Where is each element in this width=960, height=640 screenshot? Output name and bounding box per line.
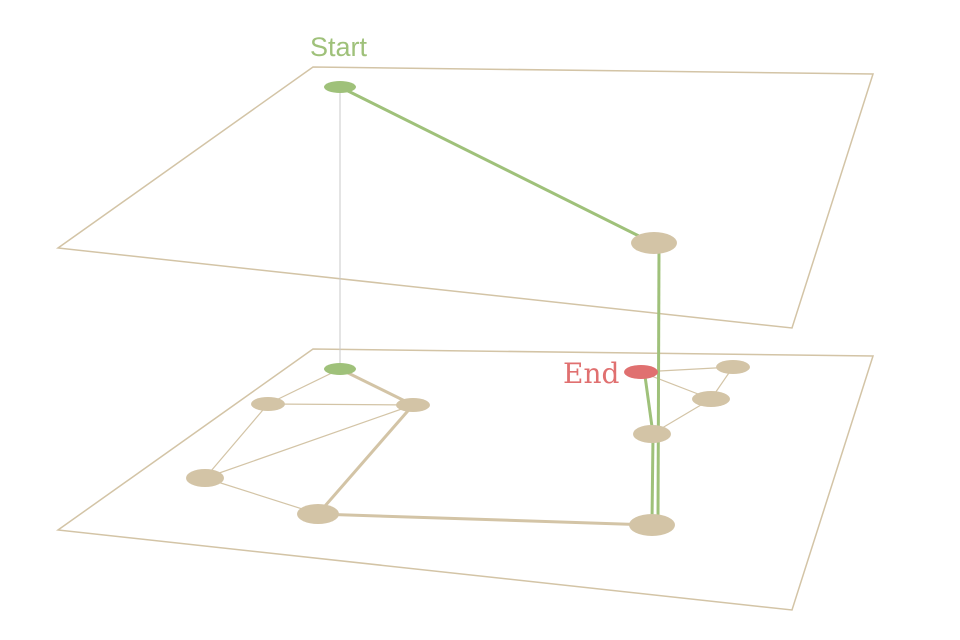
upper-layer-plane xyxy=(55,66,875,329)
start-label: Start xyxy=(310,32,368,62)
lower-start-node xyxy=(324,363,356,375)
route-segment xyxy=(656,249,661,523)
lower-graph-node xyxy=(692,391,730,407)
route-segment xyxy=(643,375,655,435)
lower-graph-node xyxy=(629,514,675,536)
edge xyxy=(267,368,341,405)
start-node xyxy=(324,81,356,93)
path-edge xyxy=(317,512,653,527)
lower-graph-node xyxy=(251,397,285,411)
lower-graph-node xyxy=(716,360,750,374)
route-path xyxy=(339,85,661,523)
upper-graph-node xyxy=(631,232,677,254)
lower-layer-plane xyxy=(55,348,875,611)
path-edge xyxy=(339,367,414,407)
edge xyxy=(204,477,319,515)
lower-graph-node xyxy=(186,469,224,487)
edge xyxy=(267,403,414,406)
lower-graph-node xyxy=(297,504,339,524)
path-edge xyxy=(316,404,415,515)
end-node xyxy=(624,365,658,379)
lower-graph-node xyxy=(633,425,671,443)
lower-graph-node xyxy=(396,398,430,412)
edge xyxy=(204,403,269,479)
lower-graph-path-edges xyxy=(316,367,653,527)
route-segment xyxy=(650,435,655,523)
route-segment xyxy=(339,85,654,245)
end-label: End xyxy=(563,357,619,390)
edge xyxy=(204,404,414,479)
